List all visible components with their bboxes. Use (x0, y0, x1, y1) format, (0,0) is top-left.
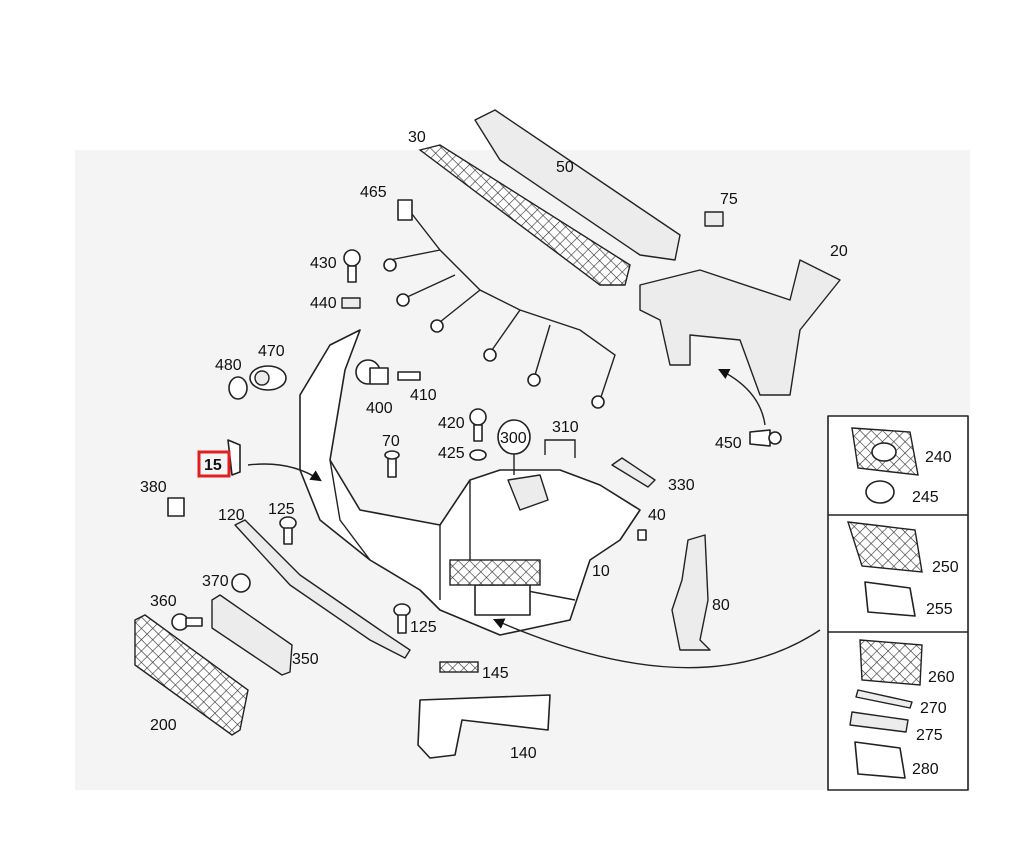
part-270-strip (855, 689, 913, 709)
sensor-connector (527, 373, 541, 387)
part-125-clip-a (279, 516, 297, 545)
label-400: 400 (366, 400, 393, 417)
arrow-15 (247, 463, 322, 482)
label-125-a: 125 (268, 501, 295, 518)
label-75: 75 (720, 191, 738, 208)
label-70: 70 (382, 433, 400, 450)
label-80: 80 (712, 597, 730, 614)
part-480-ring (228, 376, 248, 400)
label-380: 380 (140, 479, 167, 496)
highlight-box-15 (197, 450, 231, 478)
part-145-strip (439, 661, 479, 673)
label-360: 360 (150, 593, 177, 610)
label-425: 425 (438, 445, 465, 462)
label-200: 200 (150, 717, 177, 734)
label-240: 240 (925, 449, 952, 466)
part-250-cover (847, 521, 923, 573)
part-450-screw (749, 429, 782, 447)
part-310-harness (544, 439, 576, 458)
label-450: 450 (715, 435, 742, 452)
label-15: 15 (204, 457, 222, 474)
label-255: 255 (926, 601, 953, 618)
part-20-bracket (639, 259, 841, 396)
label-480: 480 (215, 357, 242, 374)
label-125-b: 125 (410, 619, 437, 636)
part-260-cover (859, 639, 923, 686)
label-440: 440 (310, 295, 337, 312)
part-80-bracket (671, 534, 711, 651)
label-470: 470 (258, 343, 285, 360)
part-300-bracket (507, 474, 549, 511)
label-465: 465 (360, 184, 387, 201)
label-250: 250 (932, 559, 959, 576)
label-50: 50 (556, 159, 574, 176)
label-10: 10 (592, 563, 610, 580)
license-recess (474, 584, 531, 616)
part-430-bolt (343, 249, 361, 283)
label-270: 270 (920, 700, 947, 717)
sensor-connector (396, 293, 410, 307)
label-140: 140 (510, 745, 537, 762)
label-20: 20 (830, 243, 848, 260)
label-300: 300 (500, 430, 527, 447)
harness-branch (389, 249, 551, 376)
label-410: 410 (410, 387, 437, 404)
part-360-bolt (171, 613, 203, 631)
label-310: 310 (552, 419, 579, 436)
part-200-grille (134, 614, 249, 736)
part-370-nut (231, 573, 251, 593)
part-410-screw (397, 371, 421, 381)
part-380-clip (167, 497, 185, 517)
part-255-frame (864, 581, 916, 617)
part-470-sensor (249, 365, 287, 391)
part-30-grille-strip (418, 144, 631, 286)
part-75-clip (704, 211, 724, 227)
label-120: 120 (218, 507, 245, 524)
part-15-bracket (227, 439, 241, 476)
sensor-connector (430, 319, 444, 333)
label-30: 30 (408, 129, 426, 146)
part-275-strip (849, 711, 909, 733)
label-40: 40 (648, 507, 666, 524)
label-245: 245 (912, 489, 939, 506)
label-370: 370 (202, 573, 229, 590)
part-40-screw (637, 529, 647, 541)
arrow-inset (492, 618, 821, 669)
label-330: 330 (668, 477, 695, 494)
part-140-trim (417, 694, 551, 759)
label-145: 145 (482, 665, 509, 682)
label-430: 430 (310, 255, 337, 272)
lower-vent (449, 559, 541, 586)
part-120-strip (234, 519, 411, 659)
part-330-strip (611, 457, 656, 488)
part-70-clip (384, 450, 400, 478)
sensor-connector (591, 395, 605, 409)
harness-clip (397, 199, 413, 221)
part-440-clip (341, 297, 361, 309)
label-275: 275 (916, 727, 943, 744)
variant-inset (827, 415, 969, 791)
sensor-connector (483, 348, 497, 362)
label-280: 280 (912, 761, 939, 778)
arrow-450 (717, 368, 766, 426)
part-350-plate (211, 594, 293, 676)
part-245-ring (865, 480, 895, 504)
part-420-bolt (469, 408, 487, 442)
label-260: 260 (928, 669, 955, 686)
label-350: 350 (292, 651, 319, 668)
part-400-holder (355, 359, 389, 385)
part-50-absorber (474, 109, 681, 261)
part-425-washer (469, 449, 487, 461)
part-125-clip-b (393, 603, 411, 634)
sensor-connector (383, 258, 397, 272)
label-420: 420 (438, 415, 465, 432)
part-280-frame (854, 741, 906, 779)
part-240-lamp-ring (871, 442, 897, 462)
